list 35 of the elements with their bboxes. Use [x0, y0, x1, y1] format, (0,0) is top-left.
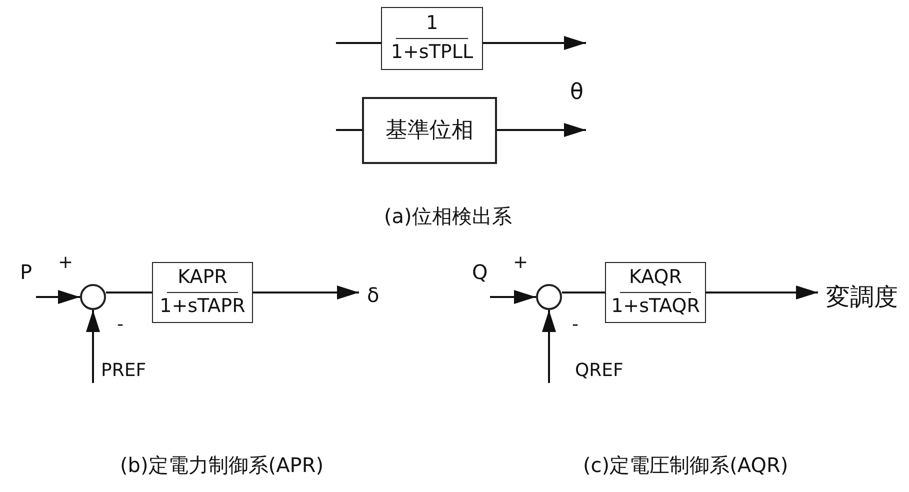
signal-label: 変調度 [826, 285, 898, 309]
signal-arrow [86, 310, 100, 383]
signal-arrow [706, 286, 818, 300]
block-label: 基準位相 [386, 118, 474, 144]
signal-label: P [20, 262, 32, 282]
signal-arrow [542, 310, 556, 383]
transfer-function-block [152, 262, 253, 323]
summing-junction [80, 284, 106, 310]
transfer-function-block [605, 262, 706, 323]
sign-symbol: + [58, 254, 74, 272]
denominator: 1+sTAQR [611, 296, 700, 318]
numerator: 1 [426, 12, 438, 35]
caption: (a)位相検出系 [384, 206, 512, 226]
signal-arrow [36, 290, 80, 304]
numerator: KAQR [629, 266, 682, 289]
sign-symbol: - [572, 316, 578, 334]
caption: (c)定電圧制御系(AQR) [583, 455, 788, 475]
caption: (b)定電力制御系(APR) [120, 455, 324, 475]
numerator: KAPR [178, 266, 228, 289]
sign-symbol: + [513, 254, 528, 272]
summing-junction [536, 284, 562, 310]
signal-label: δ [367, 285, 380, 305]
process-block [362, 97, 497, 164]
signal-arrow [490, 290, 536, 304]
denominator: 1+sTPLL [390, 42, 474, 64]
sign-symbol: - [117, 316, 124, 334]
signal-label: PREF [101, 362, 146, 380]
signal-arrow [253, 286, 359, 300]
signal-label: Q [472, 262, 488, 282]
signal-label: QREF [575, 362, 624, 380]
transfer-function-block [381, 7, 483, 70]
denominator: 1+sTAPR [160, 296, 246, 318]
signal-arrow [483, 36, 586, 50]
theta-symbol: θ [570, 82, 584, 104]
signal-arrow [497, 123, 586, 137]
